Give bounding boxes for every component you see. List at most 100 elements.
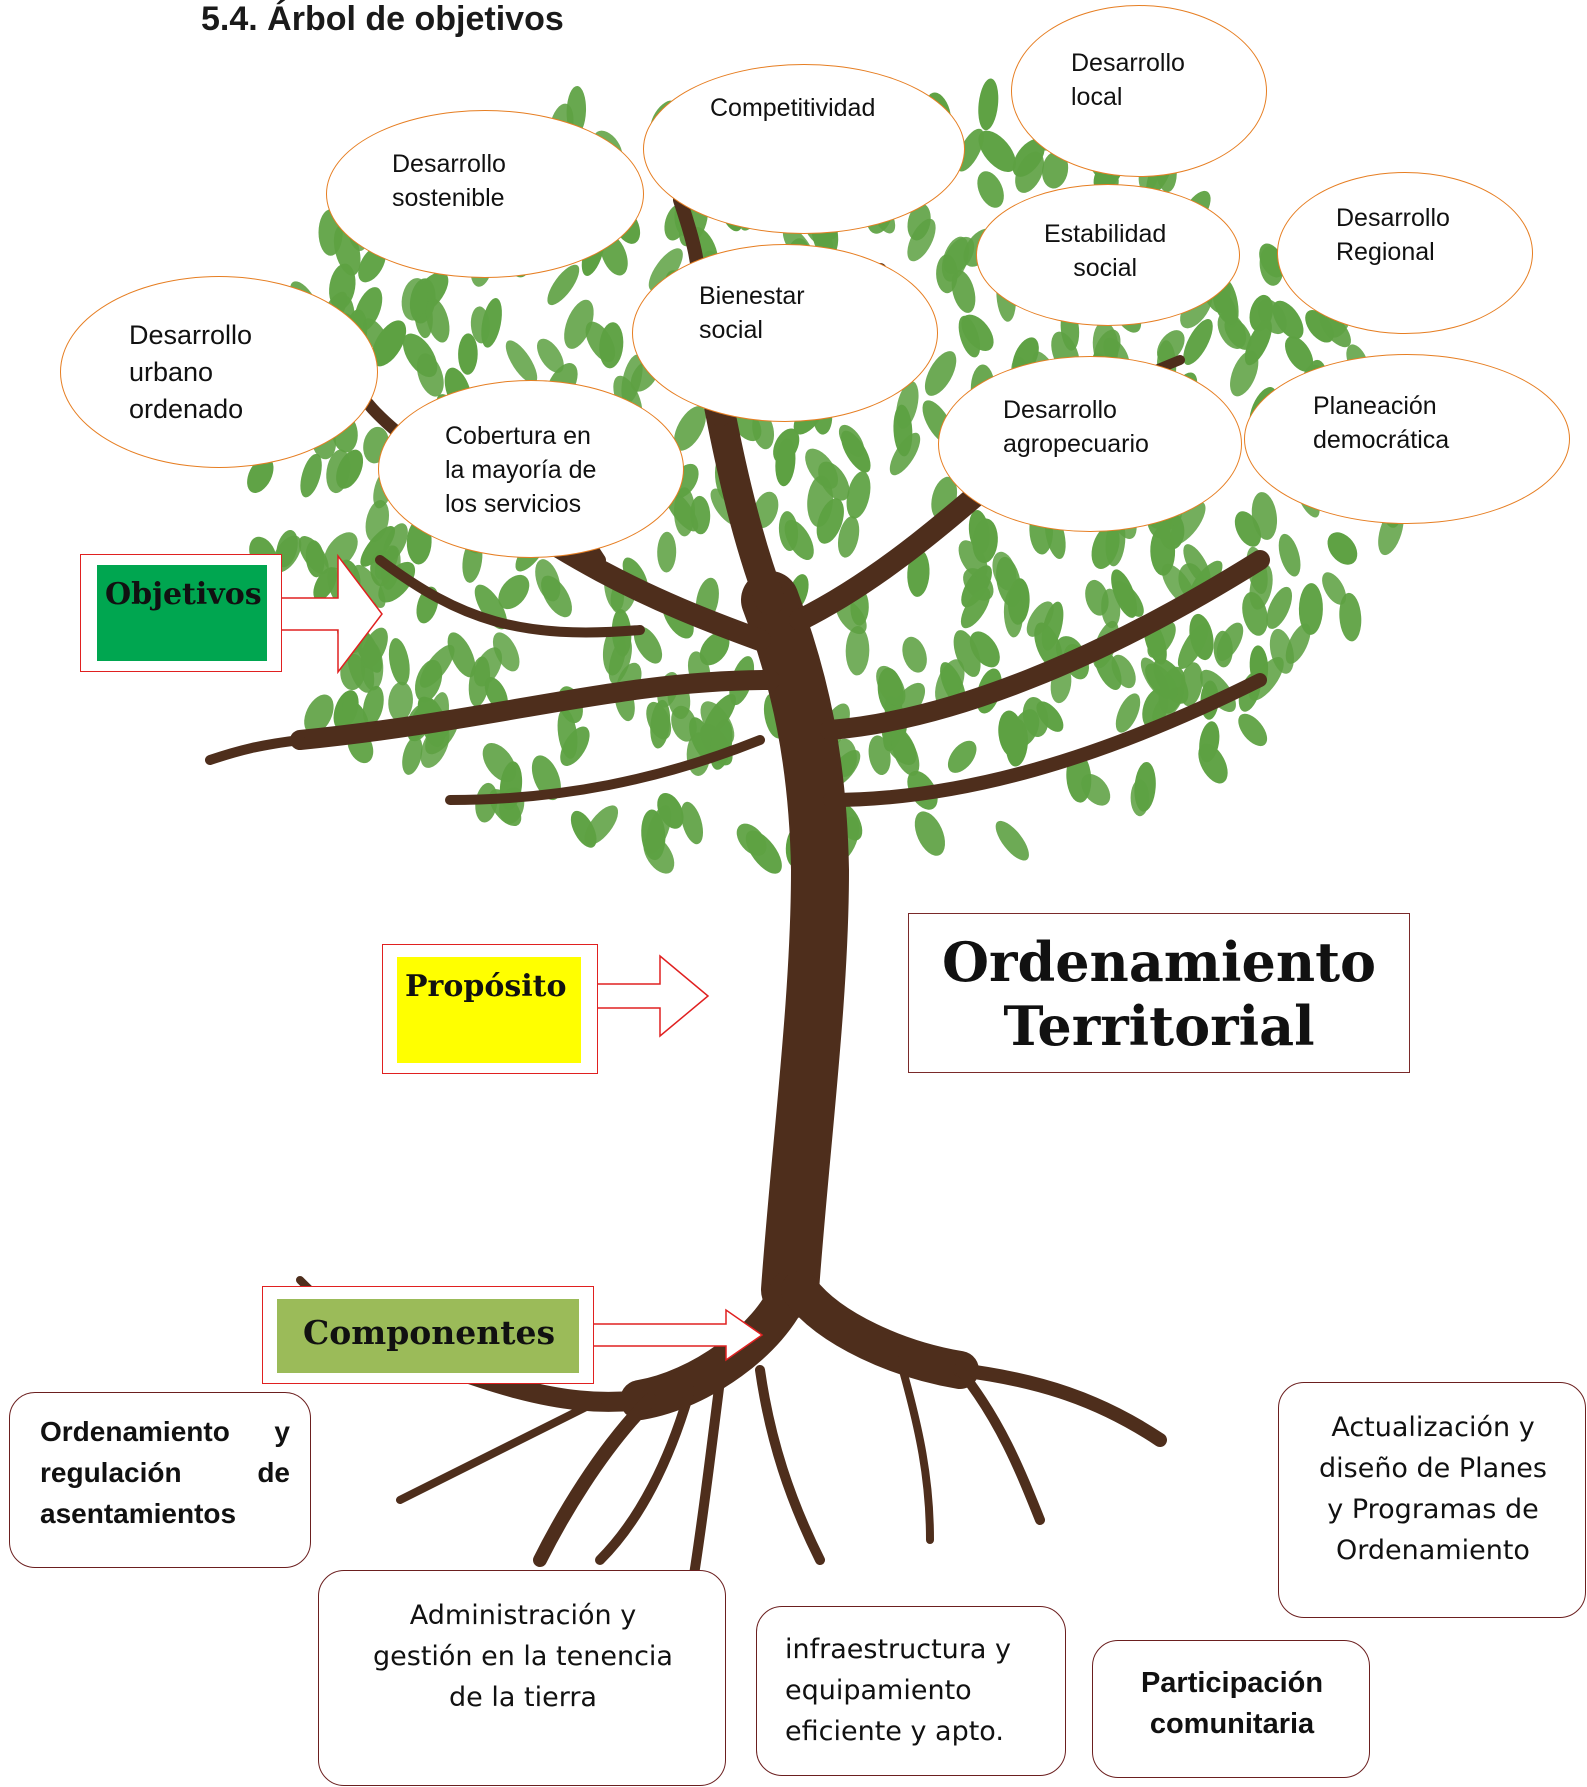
proposito-label: Propósito xyxy=(397,957,581,1063)
objective-oval-planeacion-democratica: Planeación democrática xyxy=(1244,354,1570,524)
page-title: 5.4. Árbol de objetivos xyxy=(201,0,564,38)
leaf xyxy=(419,644,455,688)
purpose-text: Ordenamiento Territorial xyxy=(941,930,1377,1058)
objective-text: Cobertura en la mayoría de los servicios xyxy=(445,422,597,518)
leaf xyxy=(564,299,594,349)
leaf xyxy=(1213,288,1238,325)
objetivos-arrow-icon xyxy=(276,554,383,674)
leaf xyxy=(907,549,930,597)
leaf xyxy=(958,540,988,579)
objective-oval-desarrollo-sostenible: Desarrollo sostenible xyxy=(326,110,644,278)
leaf xyxy=(371,320,407,367)
leaf xyxy=(680,801,704,845)
leaf xyxy=(425,298,450,343)
leaf xyxy=(784,519,814,560)
objective-text: Desarrollo local xyxy=(1071,49,1185,111)
leaf xyxy=(673,406,707,451)
leaf xyxy=(557,708,578,759)
leaf xyxy=(889,432,921,476)
leaf xyxy=(492,632,520,672)
leaf xyxy=(382,523,408,562)
leaf xyxy=(951,270,976,313)
leaf xyxy=(1238,713,1268,747)
objective-oval-estabilidad-social: Estabilidad social xyxy=(976,184,1240,326)
leaf xyxy=(1026,601,1054,637)
objective-oval-desarrollo-agropecuario: Desarrollo agropecuario xyxy=(938,356,1242,532)
leaf xyxy=(482,743,517,782)
objective-text: Desarrollo sostenible xyxy=(392,150,506,212)
leaf xyxy=(402,736,423,775)
leaf xyxy=(1091,524,1120,569)
leaf xyxy=(1322,572,1347,605)
proposito-label-box: Propósito xyxy=(382,944,598,1074)
leaf xyxy=(1183,319,1213,365)
leaf xyxy=(1199,721,1220,763)
leaf xyxy=(599,322,624,369)
leaf xyxy=(914,811,946,856)
objective-oval-desarrollo-urbano-ordenado: Desarrollo urbano ordenado xyxy=(60,276,378,468)
objective-text: Bienestar social xyxy=(699,282,805,344)
objective-oval-bienestar-social: Bienestar social xyxy=(632,244,938,422)
componentes-label-box: Componentes xyxy=(262,1286,594,1384)
leaf xyxy=(633,626,663,664)
leaf xyxy=(998,710,1024,758)
leaf xyxy=(473,647,503,687)
objective-oval-competitividad: Competitividad xyxy=(643,64,965,234)
leaf xyxy=(1216,622,1244,661)
component-box-infraestructura: infraestructura y equipamiento eficiente… xyxy=(756,1606,1066,1776)
leaf xyxy=(1042,151,1069,189)
leaf xyxy=(1156,330,1185,363)
leaf xyxy=(646,701,672,740)
leaf xyxy=(1170,501,1206,545)
componentes-arrow-icon xyxy=(590,1308,764,1362)
objective-text: Competitividad xyxy=(710,94,876,122)
leaf xyxy=(584,805,619,845)
objective-text: Planeación democrática xyxy=(1313,392,1450,454)
leaf xyxy=(907,218,936,262)
leaf xyxy=(775,438,796,487)
leaf xyxy=(247,457,274,493)
leaf xyxy=(1177,623,1209,669)
leaf xyxy=(1251,492,1278,540)
leaf xyxy=(947,740,977,773)
leaf xyxy=(1134,761,1156,812)
leaf xyxy=(1249,563,1273,610)
leaf xyxy=(953,630,981,677)
leaf xyxy=(995,820,1029,861)
leaf xyxy=(891,729,920,776)
leaf xyxy=(1244,319,1272,366)
leaf xyxy=(1266,586,1293,629)
leaf xyxy=(300,453,322,498)
leaf xyxy=(541,575,572,618)
leaf xyxy=(378,561,416,603)
objective-oval-desarrollo-regional: Desarrollo Regional xyxy=(1277,172,1533,334)
leaf xyxy=(1278,533,1301,577)
objetivos-label: Objetivos xyxy=(97,565,267,661)
leaf xyxy=(968,510,990,554)
objective-oval-desarrollo-local: Desarrollo local xyxy=(1011,5,1267,177)
leaf xyxy=(401,278,428,321)
leaf xyxy=(324,532,358,570)
component-box-administracion-tierra: Administración y gestión en la tenencia … xyxy=(318,1570,726,1786)
leaf xyxy=(336,449,364,489)
leaf xyxy=(924,351,957,396)
leaf xyxy=(608,636,632,684)
component-text: Administración y gestión en la tenencia … xyxy=(373,1600,673,1713)
leaf xyxy=(845,626,870,676)
leaf xyxy=(305,540,325,578)
leaf xyxy=(648,248,683,292)
leaf xyxy=(977,171,1004,208)
leaf xyxy=(1147,621,1176,658)
leaf xyxy=(699,632,730,666)
leaf xyxy=(1224,317,1252,350)
leaf xyxy=(657,531,677,573)
component-text: Actualización y diseño de Planes y Progr… xyxy=(1319,1412,1547,1566)
purpose-box: Ordenamiento Territorial xyxy=(908,913,1410,1073)
leaf xyxy=(353,564,386,608)
leaf xyxy=(961,314,994,352)
leaf xyxy=(304,694,334,735)
leaf xyxy=(481,297,502,348)
leaf xyxy=(943,236,975,274)
leaf xyxy=(458,333,478,375)
componentes-label: Componentes xyxy=(277,1299,579,1373)
